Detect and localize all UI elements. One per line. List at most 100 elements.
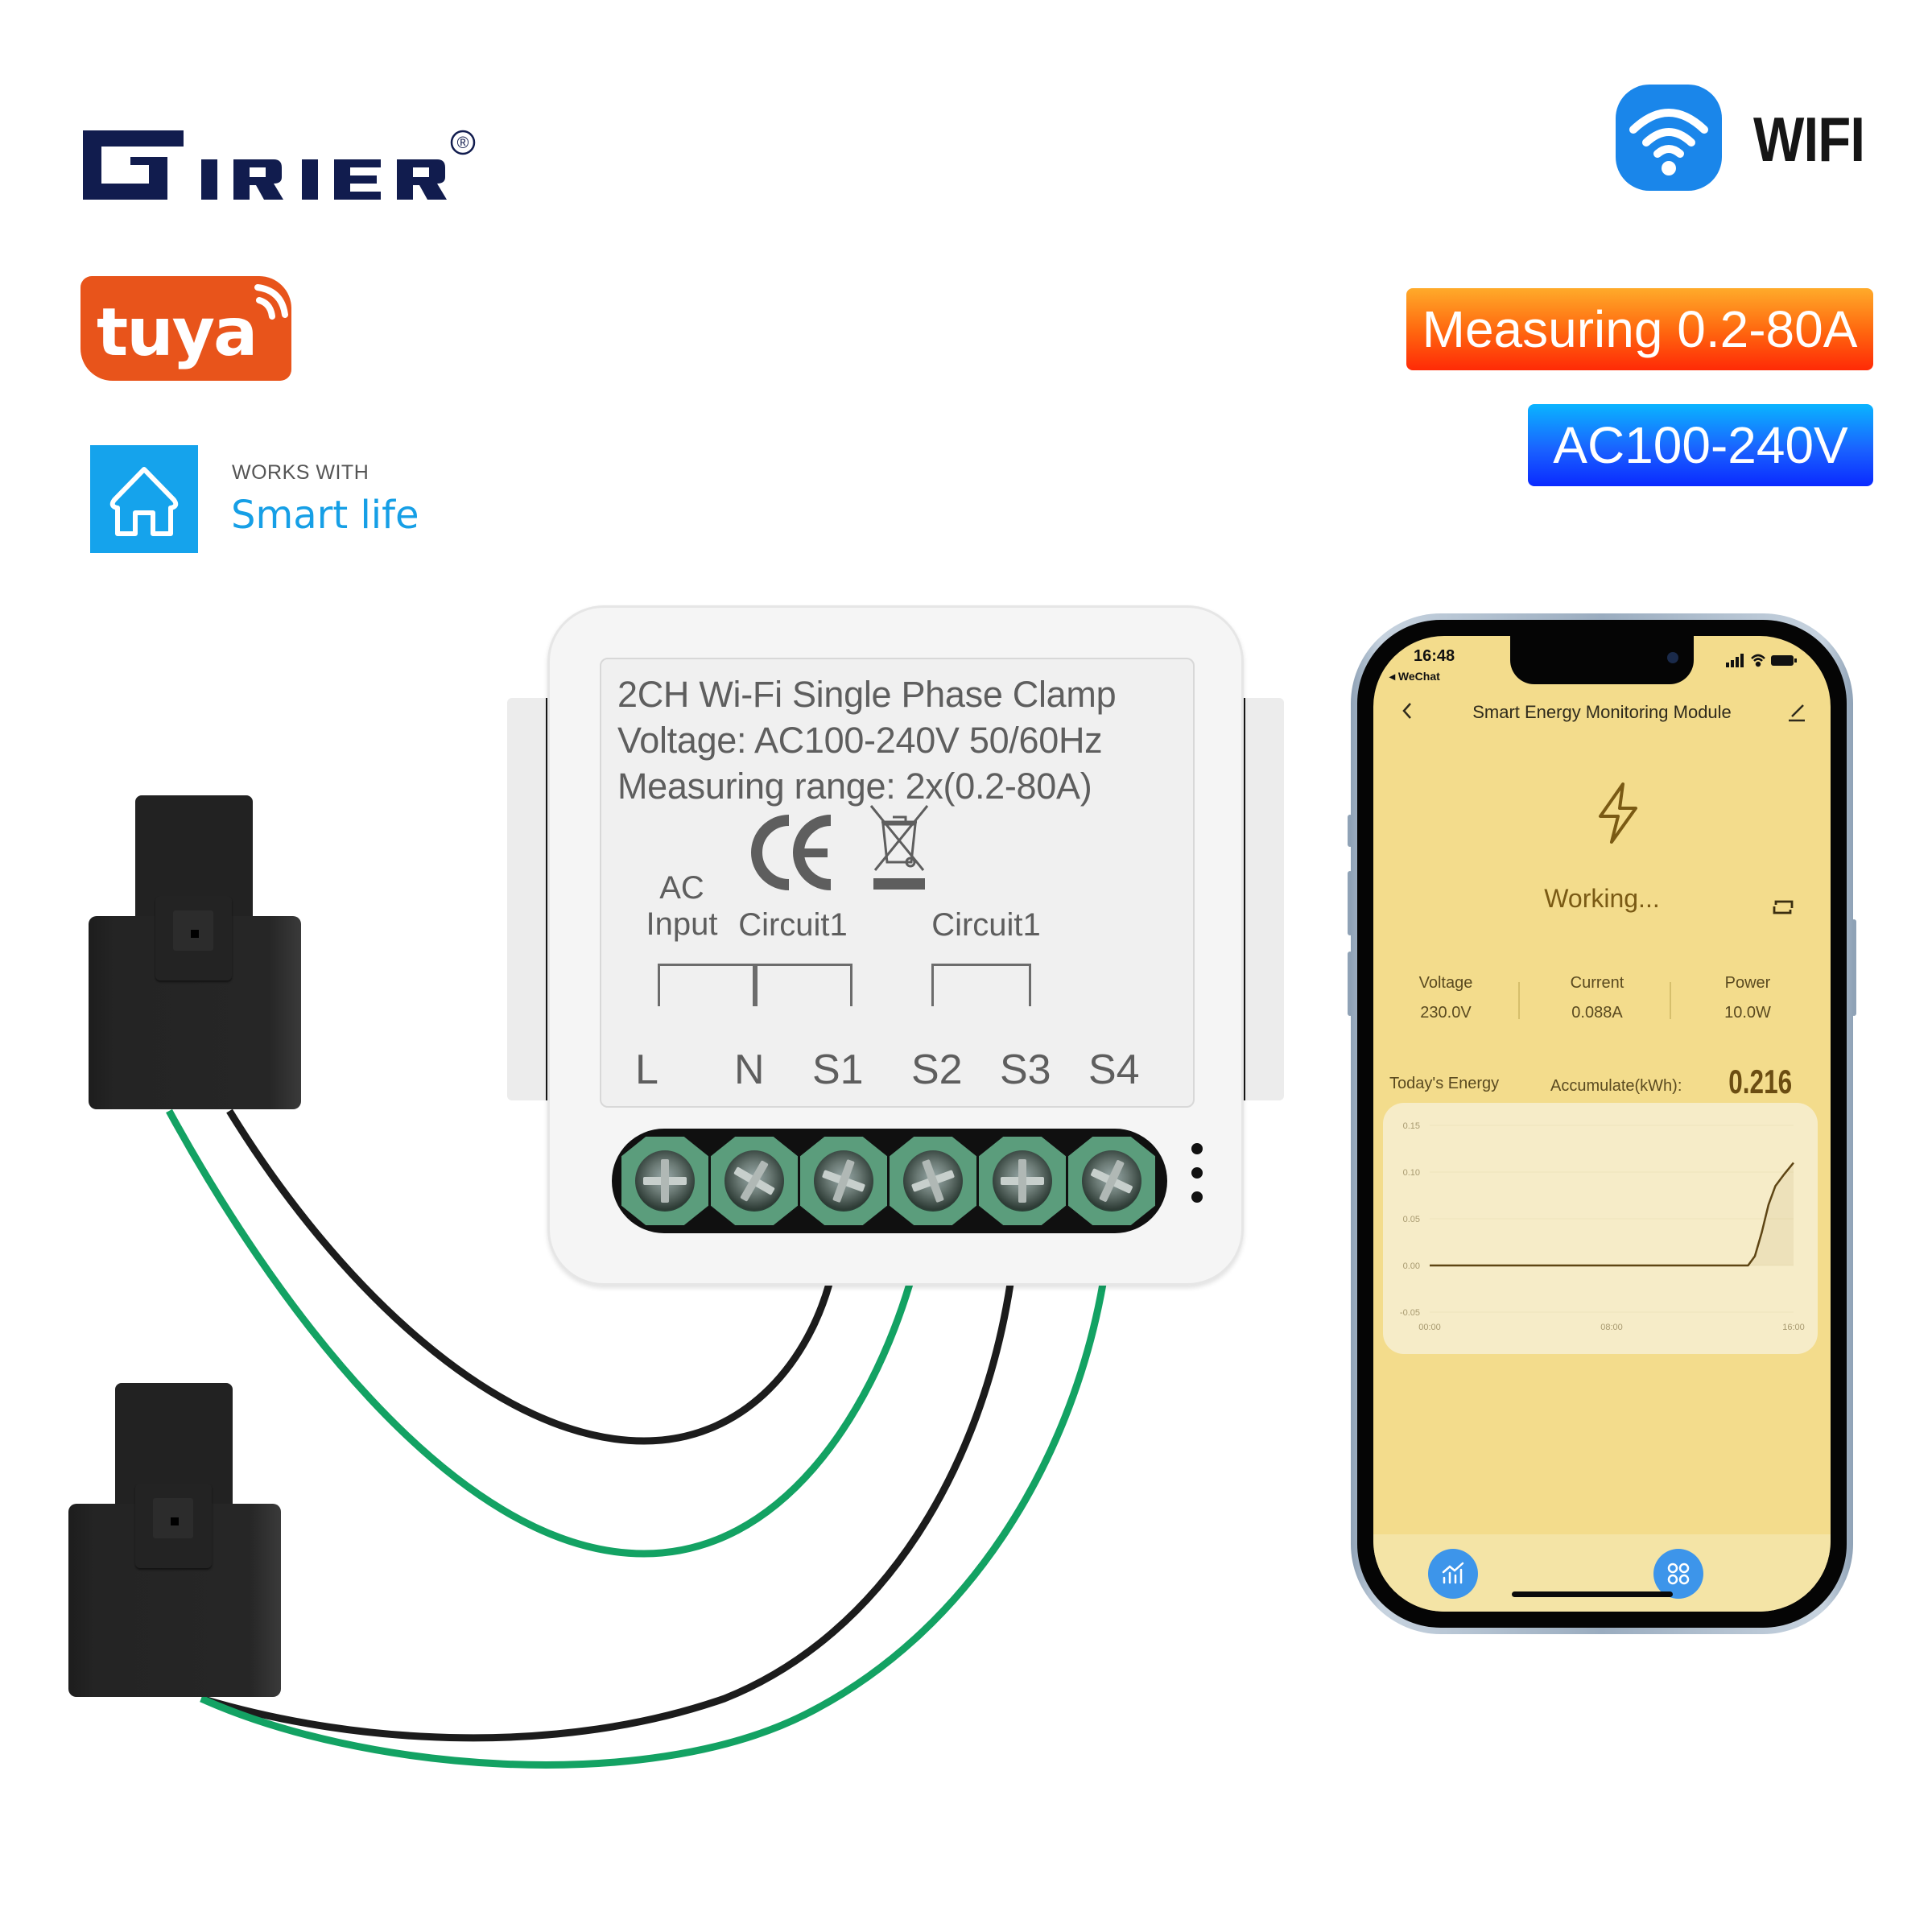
- terminal-label-s1: S1: [812, 1046, 864, 1093]
- smart-life-label: Smart life: [231, 493, 419, 538]
- bottom-tab-bar: [1373, 1534, 1831, 1612]
- stat-value: 10.0W: [1724, 1004, 1771, 1022]
- group-label-line2: Circuit1: [931, 907, 1041, 943]
- clamp-meter-module: 2CH Wi-Fi Single Phase Clamp Voltage: AC…: [507, 605, 1284, 1286]
- terminal-label-s3: S3: [1000, 1046, 1051, 1093]
- status-time: 16:48: [1414, 647, 1455, 665]
- series-line-energy: [1430, 1162, 1794, 1267]
- device-label: 2CH Wi-Fi Single Phase Clamp Voltage: AC…: [600, 658, 1195, 1108]
- terminal-block: [612, 1129, 1167, 1233]
- phone-side-button: [1348, 952, 1352, 1016]
- bracket-circuit-a: [753, 964, 852, 1006]
- terminal-label-s4: S4: [1088, 1046, 1140, 1093]
- bracket-ac: [658, 964, 758, 1006]
- series-area: [1430, 1162, 1794, 1265]
- signal-icon: [1726, 654, 1744, 667]
- lightning-bolt-icon: [1599, 782, 1637, 844]
- wifi-icon: [1616, 85, 1722, 191]
- wire-black-2: [200, 1283, 1014, 1742]
- stat-label: Power: [1724, 974, 1771, 992]
- terminal-label-l: L: [635, 1046, 658, 1093]
- wire-green-2: [200, 1283, 1107, 1769]
- terminal-label-n: N: [734, 1046, 765, 1093]
- group-circuit-b-label: Circuit1: [930, 907, 1042, 943]
- group-circuit-a-label: Circuit1: [737, 907, 849, 943]
- ce-mark-icon: [751, 815, 832, 890]
- x-tick-label: 16:00: [1782, 1323, 1805, 1332]
- terminal-screw-s2: [890, 1137, 976, 1225]
- stat-label: Voltage: [1418, 974, 1473, 992]
- weee-bin-icon: [869, 805, 929, 890]
- group-label-line1: AC: [659, 870, 704, 906]
- stat-label: Current: [1570, 974, 1624, 992]
- y-tick-label: 0.15: [1403, 1121, 1420, 1131]
- measuring-range-text: Measuring 0.2-80A: [1422, 300, 1858, 358]
- phone-side-button: [1348, 815, 1352, 847]
- stat-current: Current 0.088A: [1529, 974, 1666, 1022]
- phone-notch: [1510, 636, 1694, 684]
- refresh-icon[interactable]: [1769, 895, 1797, 919]
- y-tick-label: 0.00: [1403, 1261, 1420, 1271]
- tuya-logo: tuya: [80, 276, 291, 381]
- measuring-range-badge: Measuring 0.2-80A: [1406, 288, 1873, 370]
- group-label-line2: Input: [646, 906, 718, 942]
- spec-line-voltage: Voltage: AC100-240V 50/60Hz: [617, 720, 1103, 761]
- todays-energy-label: Today's Energy: [1389, 1075, 1500, 1092]
- app-screen: 16:48 ◂ WeChat Smart Energy Monitoring M…: [1373, 636, 1831, 1612]
- current-clamp-1: [89, 795, 306, 1117]
- stat-value: 230.0V: [1420, 1004, 1472, 1022]
- voltage-badge: AC100-240V: [1528, 404, 1873, 486]
- girier-logo: ®: [80, 113, 499, 201]
- y-tick-label: 0.10: [1403, 1168, 1420, 1178]
- spec-line-range: Measuring range: 2x(0.2-80A): [617, 766, 1092, 807]
- smart-life-home-icon: [90, 445, 198, 553]
- stat-divider: [1518, 982, 1520, 1019]
- back-chevron-icon[interactable]: [1397, 699, 1417, 723]
- works-with-label: WORKS WITH: [232, 461, 369, 484]
- y-tick-label: -0.05: [1400, 1308, 1420, 1318]
- voltage-text: AC100-240V: [1553, 416, 1848, 474]
- stat-divider: [1670, 982, 1671, 1019]
- energy-chart: 0.15 0.10 0.05 0.00 -0.05 00:00 08:00 16:00: [1400, 1121, 1805, 1332]
- terminal-screw-n: [711, 1137, 798, 1225]
- device-side-tab-left: [507, 698, 552, 1100]
- tuya-label: tuya: [97, 295, 256, 371]
- terminal-screw-s3: [979, 1137, 1066, 1225]
- x-tick-label: 08:00: [1600, 1323, 1623, 1332]
- stat-voltage: Voltage 230.0V: [1377, 974, 1514, 1022]
- clamp-latch: [155, 896, 232, 980]
- energy-chart-card: 0.15 0.10 0.05 0.00 -0.05 00:00 08:00 16:00: [1383, 1103, 1818, 1354]
- statistics-chart-icon: [1442, 1562, 1464, 1584]
- home-indicator[interactable]: [1512, 1591, 1673, 1597]
- app-title: Smart Energy Monitoring Module: [1472, 702, 1732, 722]
- wifi-status-icon: [1751, 654, 1765, 667]
- tab-statistics[interactable]: [1428, 1549, 1478, 1599]
- device-side-tab-right: [1239, 698, 1284, 1100]
- indicator-dot: [1191, 1191, 1203, 1203]
- bracket-circuit-b: [931, 964, 1031, 1006]
- battery-icon: [1771, 655, 1797, 666]
- phone-side-button: [1348, 871, 1352, 935]
- accumulate-value: 0.216: [1728, 1063, 1792, 1100]
- group-ac-input-label: AC Input: [642, 870, 722, 943]
- current-clamp-2: [68, 1383, 286, 1705]
- y-tick-label: 0.05: [1403, 1215, 1420, 1224]
- tab-menu[interactable]: [1653, 1549, 1703, 1599]
- spec-line-model: 2CH Wi-Fi Single Phase Clamp: [617, 674, 1117, 715]
- terminal-label-s2: S2: [911, 1046, 963, 1093]
- x-tick-label: 00:00: [1418, 1323, 1441, 1332]
- clamp-latch: [135, 1484, 212, 1568]
- terminal-screw-s4: [1068, 1137, 1155, 1225]
- status-icons: [1726, 654, 1797, 667]
- grid-menu-icon: [1667, 1563, 1690, 1585]
- accumulate-label: Accumulate(kWh):: [1550, 1077, 1682, 1095]
- terminal-screw-s1: [800, 1137, 887, 1225]
- phone-side-button: [1852, 919, 1856, 1016]
- smartphone: 16:48 ◂ WeChat Smart Energy Monitoring M…: [1348, 613, 1856, 1634]
- wifi-label: WIFI: [1753, 104, 1865, 175]
- edit-pencil-icon[interactable]: [1785, 699, 1808, 723]
- stat-power: Power 10.0W: [1679, 974, 1816, 1022]
- status-back-wechat[interactable]: ◂ WeChat: [1389, 670, 1440, 683]
- working-status: Working...: [1544, 884, 1660, 913]
- stat-value: 0.088A: [1571, 1004, 1623, 1022]
